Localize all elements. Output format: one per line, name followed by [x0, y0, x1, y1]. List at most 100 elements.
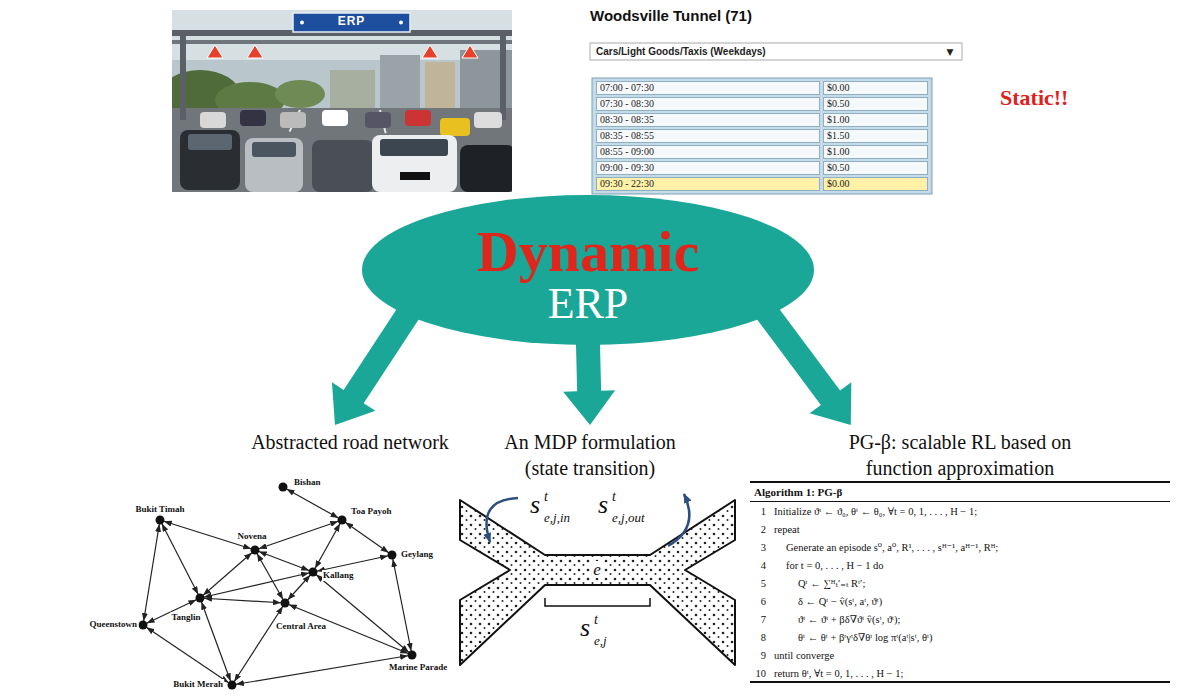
- time-cell: 07:30 - 08:30: [596, 97, 820, 111]
- pseudocode-line: Initialize ϑᵗ ← ϑ₀, θᵗ ← θ₀, ∀t = 0, 1, …: [774, 505, 977, 518]
- price-cell: $1.00: [823, 113, 928, 127]
- static-note: Static!!: [1000, 86, 1068, 110]
- erp-gantry-photo-part: [207, 45, 223, 58]
- subscript: e,j,out: [612, 511, 645, 524]
- road-network-dots-part: [228, 681, 237, 690]
- erp-gantry-photo-part: [330, 70, 375, 110]
- place-name: Tanglin: [170, 612, 201, 623]
- pseudocode-line: ϑᵗ ← ϑᵗ + βδ∇ϑᵗ v̂(sᵗ, ϑᵗ);: [798, 613, 901, 626]
- road-network-graph-part: [313, 572, 412, 655]
- pseudocode-line: for t = 0, . . . , H − 1 do: [786, 559, 884, 572]
- toll-table-frame: [590, 43, 962, 194]
- road-network-graph-part: [255, 550, 285, 603]
- road-segment-sketch: [460, 494, 735, 665]
- line-number: 3: [752, 541, 766, 554]
- road-network-graph-part: [200, 598, 232, 685]
- erp-gantry-photo-part: [275, 80, 325, 108]
- superscript: t: [612, 490, 616, 504]
- erp-gantry-photo-part: [460, 145, 512, 192]
- place-name: Kallang: [322, 570, 355, 581]
- line-number: 7: [752, 613, 766, 626]
- section-panel: An MDP formulation (state transition): [455, 425, 725, 481]
- pseudocode-line: until converge: [774, 649, 834, 662]
- road-network-dots-part: [139, 621, 148, 630]
- state-symbol: s: [598, 492, 608, 518]
- pseudocode-line: δ ← Qᵗ − v̂(sᵗ, aᵗ, ϑᵗ): [798, 595, 882, 608]
- erp-gantry-photo: [172, 10, 512, 192]
- erp-gantry-photo-part: [247, 45, 263, 58]
- algorithm-box: Algorithm 1: PG-β 1 Initialize ϑᵗ ← ϑ₀, θᵗ…: [750, 481, 1170, 683]
- erp-gantry-photo-part: [252, 142, 296, 157]
- superscript: t: [544, 490, 548, 504]
- price-cell: $0.00: [823, 81, 928, 95]
- time-cell: 08:30 - 08:35: [596, 113, 820, 127]
- road-network-dots-part: [156, 516, 165, 525]
- pseudocode-line: Qᵗ ← ∑ᴴₜ′₌ₜ Rᵗ′;: [798, 577, 865, 590]
- line-number: 6: [752, 595, 766, 608]
- erp-gantry-photo-part: [462, 45, 478, 58]
- section-heading: Abstracted road network: [200, 429, 500, 455]
- place-name: Geylang: [400, 549, 434, 560]
- line-number: 8: [752, 631, 766, 644]
- erp-gantry-photo-part: [188, 134, 232, 150]
- section-panel: PG-β: scalable RL based on function appr…: [750, 425, 1170, 683]
- place-name: Queenstown: [88, 619, 138, 630]
- road-network-graph-part: [255, 520, 342, 550]
- road-network-graph-part: [232, 655, 412, 685]
- road-network-graph-part: [392, 555, 412, 655]
- erp-gantry-photo-part: [440, 118, 470, 136]
- road-network-graph-part: [200, 598, 285, 603]
- place-name: Toa Payoh: [350, 506, 392, 517]
- erp-gantry-photo-part: [280, 112, 306, 128]
- price-cell: $1.00: [823, 145, 928, 159]
- time-cell: 09:00 - 09:30: [596, 161, 820, 175]
- section-heading: PG-β: scalable RL based on function appr…: [820, 429, 1100, 481]
- segment-name: e: [591, 561, 603, 578]
- road-network-dots-part: [251, 546, 260, 555]
- erp-gantry-photo-part: [425, 62, 455, 110]
- rule-line: [750, 501, 1170, 502]
- ellipse-fill: [362, 195, 814, 345]
- road-network-graph-part: [143, 520, 160, 625]
- road-network-dots-part: [281, 599, 290, 608]
- place-name: Marine Parade: [388, 662, 448, 673]
- erp-gantry-photo-part: [400, 172, 430, 180]
- state-symbol: s: [580, 615, 590, 641]
- section-panel: Abstracted road network: [200, 425, 470, 455]
- erp-gantry-photo-part: [372, 135, 457, 192]
- pseudocode-line: θᵗ ← θᵗ + βᵗγᵗδ∇θᵗ log πᵗ(aᵗ|sᵗ, θᵗ): [798, 631, 932, 644]
- pseudocode-line: repeat: [774, 523, 800, 536]
- erp-gantry-photo-part: [180, 30, 186, 120]
- road-network-graph-part: [255, 550, 313, 572]
- erp-gantry-photo-part: [245, 138, 303, 192]
- road-network-dots-part: [408, 651, 417, 660]
- dropdown-value: Cars/Light Goods/Taxis (Weekdays): [596, 46, 766, 58]
- dropdown-arrow: ▼: [947, 46, 954, 58]
- place-name: Central Area: [275, 621, 327, 632]
- road-network-graph-part: [313, 520, 342, 572]
- erp-gantry-photo-part: [399, 21, 403, 25]
- road-network-graph-part: [232, 603, 285, 685]
- erp-gantry-photo-part: [200, 112, 226, 128]
- flow-arrow: [563, 335, 615, 425]
- line-number: 1: [752, 505, 766, 518]
- place-name: Bishan: [293, 477, 322, 488]
- algorithm-title: Algorithm 1: PG-β: [754, 486, 842, 499]
- road-network-dots-part: [196, 594, 205, 603]
- place-name: Novena: [237, 531, 268, 542]
- erp-gantry-photo-part: [380, 139, 448, 156]
- road-network-graph-part: [160, 520, 200, 598]
- road-network-graph-part: [200, 572, 313, 598]
- table-frame: [592, 78, 932, 194]
- gantry-sign-text: ERP: [338, 15, 366, 27]
- erp-gantry-photo-part: [474, 112, 502, 128]
- price-cell: $0.50: [823, 97, 928, 111]
- erp-gantry-photo-part: [300, 21, 304, 25]
- road-network-dots-part: [388, 551, 397, 560]
- pseudocode-line: return θᵗ, ∀t = 0, 1, . . . , H − 1;: [774, 667, 903, 680]
- road-network-graph-part: [143, 625, 232, 685]
- time-cell: 08:55 - 09:00: [596, 145, 820, 159]
- time-cell: 09:30 - 22:30: [596, 177, 820, 191]
- dropdown-box: [590, 43, 962, 60]
